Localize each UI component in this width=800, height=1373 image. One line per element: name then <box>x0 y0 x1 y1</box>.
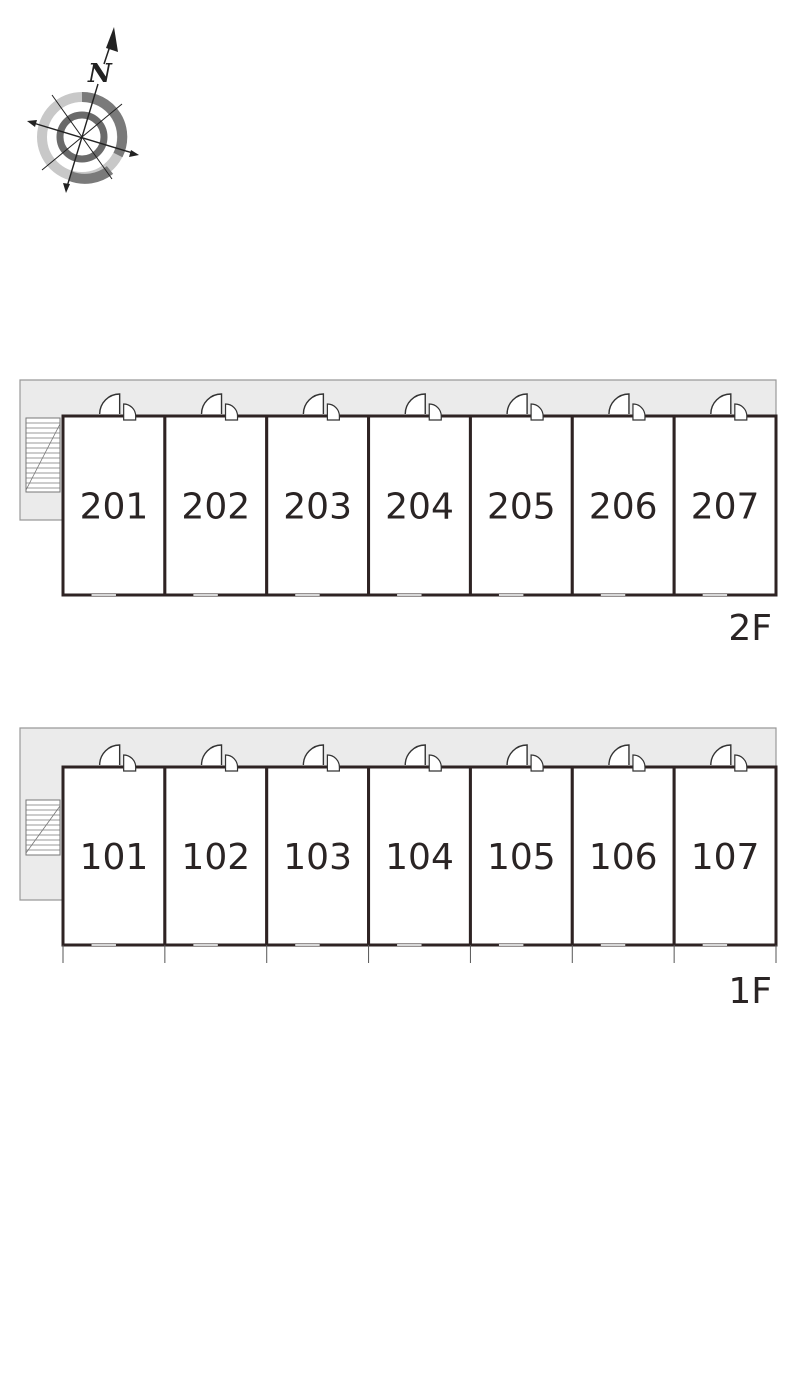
stairs <box>25 417 61 493</box>
door-icon <box>506 393 544 421</box>
room-outline <box>265 414 371 597</box>
unit-207[interactable]: 207 <box>672 393 778 597</box>
floor-1F: 101 102 103 104 105 106 107 1F <box>19 727 778 1012</box>
room-number: 107 <box>691 837 760 878</box>
room-outline <box>367 414 472 597</box>
compass-north-label: N <box>87 59 113 89</box>
door-icon <box>200 744 239 772</box>
door-icon <box>98 393 137 421</box>
unit-106[interactable]: 106 <box>570 744 676 947</box>
room-number: 203 <box>283 487 352 528</box>
floor-label: 1F <box>728 971 772 1012</box>
unit-104[interactable]: 104 <box>367 744 472 947</box>
unit-102[interactable]: 102 <box>163 744 269 947</box>
room-number: 202 <box>181 487 250 528</box>
room-outline <box>570 414 676 597</box>
floor-2F: 201 202 203 204 205 206 207 2F <box>19 379 778 649</box>
unit-101[interactable]: 101 <box>61 744 167 947</box>
door-icon <box>404 744 442 772</box>
door-icon <box>302 393 340 421</box>
door-icon <box>608 393 646 421</box>
unit-202[interactable]: 202 <box>163 393 269 597</box>
room-number: 101 <box>80 837 149 878</box>
room-number: 204 <box>385 487 454 528</box>
room-outline <box>672 414 778 597</box>
door-icon <box>608 744 646 772</box>
unit-105[interactable]: 105 <box>468 744 574 947</box>
unit-107[interactable]: 107 <box>672 744 778 947</box>
room-outline <box>163 765 269 947</box>
room-outline <box>61 414 167 597</box>
unit-206[interactable]: 206 <box>570 393 676 597</box>
door-icon <box>506 744 544 772</box>
room-number: 207 <box>691 487 760 528</box>
unit-205[interactable]: 205 <box>468 393 574 597</box>
room-number: 205 <box>487 487 556 528</box>
room-outline <box>570 765 676 947</box>
unit-203[interactable]: 203 <box>265 393 371 597</box>
room-number: 106 <box>589 837 658 878</box>
room-outline <box>265 765 371 947</box>
door-icon <box>200 393 239 421</box>
room-number: 102 <box>181 837 250 878</box>
unit-103[interactable]: 103 <box>265 744 371 947</box>
door-icon <box>302 744 340 772</box>
door-icon <box>404 393 442 421</box>
room-number: 105 <box>487 837 556 878</box>
room-outline <box>61 765 167 947</box>
room-number: 206 <box>589 487 658 528</box>
door-icon <box>710 744 748 772</box>
room-number: 104 <box>385 837 454 878</box>
room-outline <box>367 765 472 947</box>
room-number: 103 <box>283 837 352 878</box>
unit-204[interactable]: 204 <box>367 393 472 597</box>
floor-label: 2F <box>728 608 772 649</box>
compass-rose-icon: N <box>27 27 139 193</box>
stairs <box>25 799 61 856</box>
unit-201[interactable]: 201 <box>61 393 167 597</box>
door-icon <box>710 393 748 421</box>
room-outline <box>672 765 778 947</box>
door-icon <box>98 744 137 772</box>
room-number: 201 <box>80 487 149 528</box>
